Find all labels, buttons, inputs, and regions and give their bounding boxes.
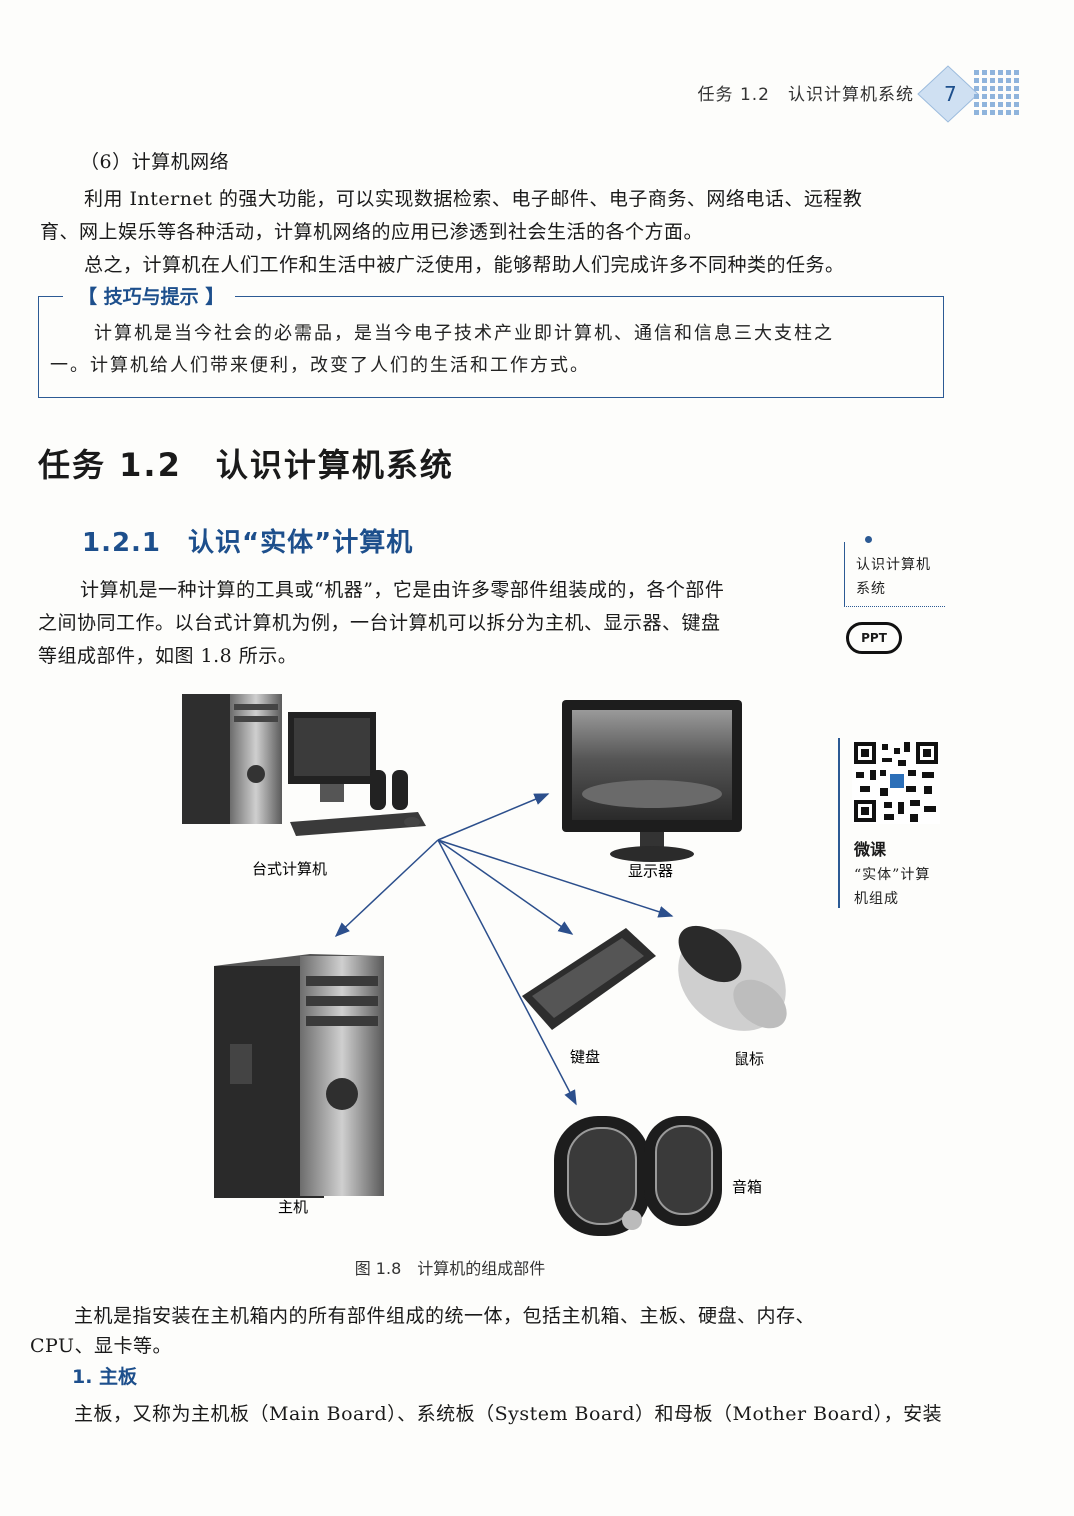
side-note-box (844, 536, 945, 607)
subsection-title: 1.2.1 认识“实体”计算机 (82, 528, 414, 558)
tip-box (38, 296, 944, 398)
host-para-line2: CPU、显卡等。 (30, 1335, 173, 1357)
micro-lesson-title: 微课 (854, 840, 887, 859)
side-note-line2: 系统 (856, 581, 886, 597)
page-number-badge: 7 (914, 64, 1024, 124)
label-speakers: 音箱 (732, 1178, 762, 1196)
dotted-grid-icon (917, 65, 1019, 123)
monitor-image (562, 700, 742, 862)
task-heading: 任务 1.2 认识计算机系统 (38, 446, 454, 484)
qr-side-rule (838, 738, 840, 908)
label-monitor: 显示器 (628, 862, 673, 880)
section-6-title: （6）计算机网络 (80, 151, 230, 173)
host-tower-image (214, 954, 384, 1198)
running-header: 任务 1.2 认识计算机系统 (697, 85, 914, 105)
summary-para: 总之，计算机在人们工作和生活中被广泛使用，能够帮助人们完成许多不同种类的任务。 (84, 254, 845, 276)
subsection-line1: 计算机是一种计算的工具或“机器”，它是由许多零部件组装成的，各个部件 (80, 579, 725, 601)
ppt-button[interactable]: PPT (846, 622, 902, 654)
keyboard-image (522, 928, 656, 1030)
label-mouse: 鼠标 (734, 1050, 764, 1068)
subsection-line2: 之间协同工作。以台式计算机为例，一台计算机可以拆分为主机、显示器、键盘 (38, 612, 721, 634)
tip-title: 【 技巧与提示 】 (70, 282, 233, 309)
mainboard-line1: 主板，又称为主机板（Main Board）、系统板（System Board）和… (74, 1403, 943, 1425)
micro-lesson-line2: 机组成 (854, 891, 899, 907)
network-para-line2: 育、网上娱乐等各种活动，计算机网络的应用已渗透到社会生活的各个方面。 (40, 221, 704, 243)
desktop-computer-image (182, 694, 426, 836)
component-arrows (334, 793, 674, 1106)
micro-lesson-line1: “实体”计算 (854, 867, 931, 883)
page-number: 7 (944, 82, 957, 106)
label-host: 主机 (278, 1198, 308, 1216)
mainboard-title: 1. 主板 (72, 1366, 138, 1388)
mouse-image (678, 925, 787, 1031)
label-keyboard: 键盘 (570, 1048, 600, 1066)
figure-caption: 图 1.8 计算机的组成部件 (354, 1259, 546, 1278)
speakers-image (554, 1116, 722, 1236)
label-desktop: 台式计算机 (252, 860, 327, 878)
tip-line2: 一。计算机给人们带来便利，改变了人们的生活和工作方式。 (50, 355, 590, 376)
tip-body: 计算机是当今社会的必需品，是当今电子技术产业即计算机、通信和信息三大支柱之 一。… (50, 318, 940, 382)
qr-code-icon[interactable] (852, 740, 940, 824)
side-note-line1: 认识计算机 (856, 557, 931, 573)
subsection-line3: 等组成部件，如图 1.8 所示。 (38, 645, 298, 667)
network-para-line1: 利用 Internet 的强大功能，可以实现数据检索、电子邮件、电子商务、网络电… (84, 188, 863, 210)
tip-line1: 计算机是当今社会的必需品，是当今电子技术产业即计算机、通信和信息三大支柱之 (94, 323, 834, 344)
host-para-line1: 主机是指安装在主机箱内的所有部件组成的统一体，包括主机箱、主板、硬盘、内存、 (74, 1305, 816, 1327)
computer-components-figure: 台式计算机 显示器 主机 键盘 鼠标 音箱 (182, 694, 787, 1236)
